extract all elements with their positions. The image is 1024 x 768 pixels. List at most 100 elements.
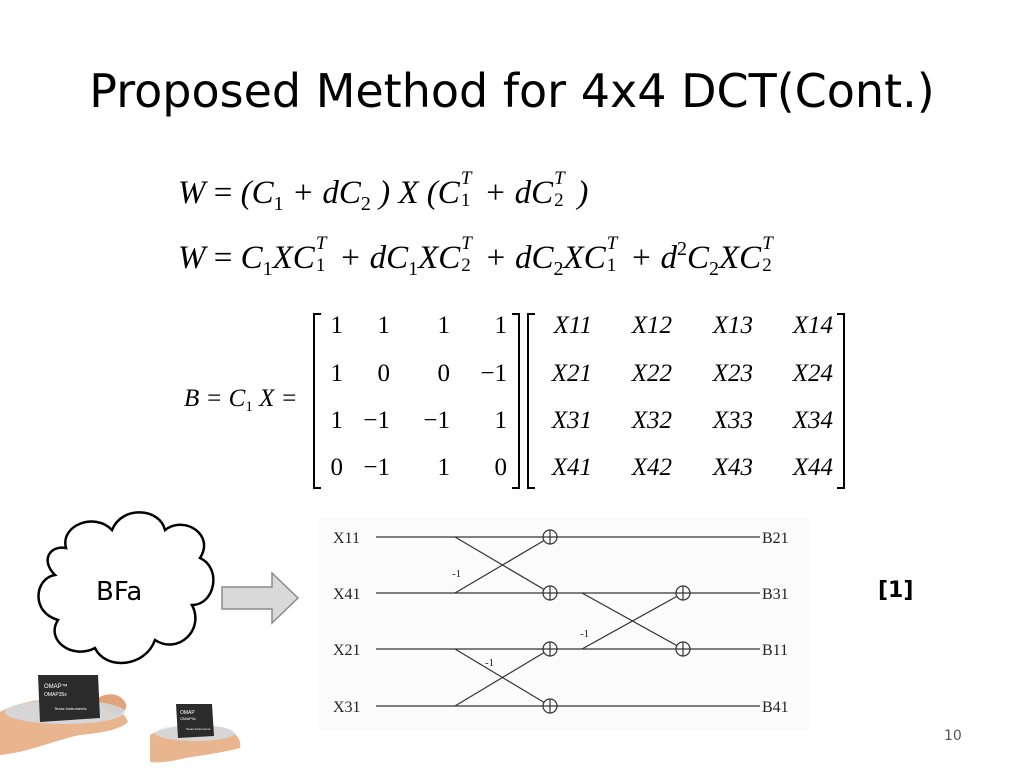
eq2-sup: T [315, 233, 327, 254]
matrix-x-cell: X43 [712, 454, 753, 481]
eq2-term: + dC [339, 240, 409, 276]
eq2-sub: 2 [553, 258, 564, 280]
eq2-sub: 1 [315, 255, 326, 276]
butterfly-input-label: X11 [333, 530, 360, 547]
butterfly-weight-label: -1 [485, 657, 494, 669]
matrix-c1-cell: 0 [437, 360, 451, 387]
butterfly-input-label: X41 [333, 586, 361, 603]
matrix-c1-cell: −1 [423, 407, 450, 434]
chip-body [176, 704, 214, 738]
eq2-term: C [687, 240, 710, 276]
chip-brand: OMAP™ [44, 683, 68, 690]
matrix-c1-cell: 1 [437, 312, 451, 339]
eq2-term: XC [563, 240, 606, 276]
butterfly-weight-label: -1 [452, 568, 461, 580]
chip-model: OMAP3x [180, 716, 196, 721]
eq2-term: XC [418, 240, 461, 276]
butterfly-output-label: B11 [762, 642, 788, 659]
eq1-term: ) X (C [379, 175, 460, 211]
eq1-term: ) [577, 175, 589, 211]
matrix-x-right-bracket [837, 313, 845, 489]
eq2-sub: 2 [762, 255, 772, 276]
matrix-c1-right-bracket [512, 313, 520, 489]
matrix-x-cell: X44 [792, 454, 833, 481]
matrix-c1-cell: 1 [377, 312, 391, 339]
eq1-term: + dC [484, 175, 554, 211]
butterfly-weight-label: -1 [580, 628, 589, 640]
chip-model: OMAP35x [44, 692, 67, 698]
plus-icon [543, 699, 557, 713]
matrix-c1-cell: −1 [363, 454, 390, 481]
large-hand-image: OMAP™ OMAP35x Texas Instruments [0, 675, 128, 755]
matrix-x-cell: X41 [551, 454, 592, 481]
eq2-sub: 1 [408, 258, 419, 280]
eq2-power: 2 [677, 238, 687, 260]
matrix-x-cell: X32 [631, 407, 672, 434]
eq2-term: XC [272, 240, 315, 276]
cloud-label: BFa [96, 577, 143, 607]
matrix-x-cell: X14 [792, 312, 833, 339]
matrix-c1-cell: 1 [330, 312, 344, 339]
matrix-c1-cell: 0 [330, 454, 344, 481]
eq2-sub: 1 [606, 255, 617, 276]
matrix-x-cell: X11 [553, 312, 592, 339]
butterfly-output-label: B21 [762, 530, 789, 547]
matrix-x-cell: X42 [631, 454, 672, 481]
eq1-term: (C [240, 175, 274, 211]
small-hand-image: OMAP OMAP3x Texas Instruments [150, 704, 241, 763]
matrix-x-cell: X12 [631, 312, 672, 339]
eq2-sup: T [461, 233, 472, 254]
cross-line [581, 592, 684, 650]
reference-label: [1] [878, 578, 914, 603]
eq3-rhs: X = [259, 385, 298, 412]
eq1-sub: 2 [554, 190, 564, 211]
matrix-c1-left-bracket [313, 313, 321, 489]
plus-icon [543, 530, 557, 544]
eq2-equals: = [213, 240, 233, 276]
matrix-x-cell: X23 [712, 360, 753, 387]
matrix-x-cell: X24 [792, 360, 833, 387]
page-number: 10 [944, 728, 962, 744]
matrix-x-cell: X13 [712, 312, 753, 339]
chip-body [38, 675, 100, 722]
eq2-term: XC [719, 240, 762, 276]
chip-maker: Texas Instruments [186, 727, 211, 731]
eq2-sup: T [606, 233, 618, 254]
eq1-equals: = [213, 175, 233, 211]
butterfly-background [318, 518, 810, 730]
cross-line [454, 536, 551, 594]
equation-3-lhs: B = C1 X = [184, 385, 297, 416]
eq3-lhs: B = C [184, 385, 246, 412]
matrix-x-cell: X21 [551, 360, 592, 387]
chip-maker: Texas Instruments [54, 706, 86, 711]
matrix-c1-cell: 1 [330, 360, 344, 387]
butterfly-output-label: B31 [762, 586, 789, 603]
matrix-c1-cell: 0 [494, 454, 508, 481]
eq2-sup: T [762, 233, 773, 254]
eq2-lhs: W [178, 240, 206, 276]
adder-plus-group [543, 530, 690, 713]
eq1-sub: 2 [360, 193, 371, 215]
butterfly-input-label: X31 [333, 699, 361, 716]
eq2-sub: 2 [461, 255, 471, 276]
matrix-c1-cell: 1 [494, 312, 508, 339]
matrix-c1-cell: 0 [377, 360, 391, 387]
matrix-x-cell: X31 [551, 407, 592, 434]
eq1-sup: T [460, 168, 472, 189]
eq1-term: + dC [291, 175, 361, 211]
slide-title: Proposed Method for 4x4 DCT(Cont.) [89, 64, 935, 118]
eq1-lhs: W [178, 175, 206, 211]
cross-line [454, 648, 551, 707]
eq2-term: + dC [484, 240, 554, 276]
matrix-c1-cell: 1 [330, 407, 344, 434]
butterfly-output-label: B41 [762, 699, 789, 716]
butterfly-input-label: X21 [333, 642, 361, 659]
matrix-c1-cell: −1 [480, 360, 507, 387]
